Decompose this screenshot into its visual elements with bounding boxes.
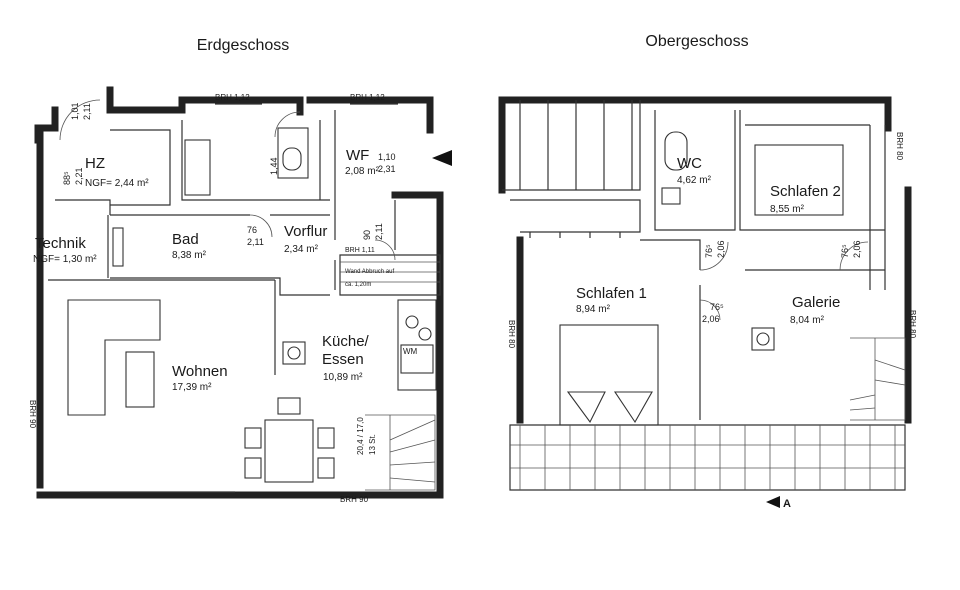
- room-hz-name: HZ: [85, 155, 105, 172]
- room-schlafen1-area: 8,94 m²: [576, 304, 611, 315]
- stair-rise-label: 20,4 / 17,0: [356, 417, 365, 455]
- dim-221: 2,21: [74, 167, 84, 185]
- dim-765c: 76⁵: [710, 302, 724, 312]
- dim-765a: 76⁵: [704, 244, 714, 258]
- room-vorflur-name: Vorflur: [284, 223, 327, 240]
- room-hz-area: NGF= 2,44 m²: [85, 178, 149, 189]
- dim-211a: 2,11: [82, 103, 92, 120]
- room-kueche-name-line1: Küche/: [322, 333, 370, 350]
- room-wf-area: 2,08 m²: [345, 166, 380, 177]
- wand-abbruch-label: Wand Abbruch auf: [345, 269, 394, 275]
- dim-144: 1,44: [269, 157, 279, 175]
- room-bad-name: Bad: [172, 231, 199, 248]
- brh-top-right-label: BRH 1,12: [350, 93, 385, 102]
- dim-101: 1,01: [70, 102, 80, 120]
- dim-110: 1,10: [378, 152, 396, 162]
- dim-211c: 2,11: [374, 223, 384, 240]
- room-wohnen-area: 17,39 m²: [172, 382, 212, 393]
- wm-label: WM: [403, 347, 418, 356]
- dim-90: 90: [362, 230, 372, 240]
- section-arrow-icon: [766, 496, 780, 508]
- dim-76: 76: [247, 225, 257, 235]
- room-kueche-area: 10,89 m²: [323, 372, 363, 383]
- dim-765b: 76⁵: [840, 244, 850, 258]
- stair-steps-label: 13 St.: [368, 434, 377, 455]
- ground-floor-plan: HZ NGF= 2,44 m² Technik NGF= 1,30 m² Bad…: [28, 86, 452, 504]
- brh-right-label: BRH 80: [908, 310, 917, 339]
- room-schlafen2-area: 8,55 m²: [770, 204, 805, 215]
- brh-bottom-label: BRH 90: [340, 495, 369, 504]
- room-schlafen1-name: Schlafen 1: [576, 285, 647, 302]
- section-a-label: A: [783, 498, 791, 510]
- brh-top-left-label: BRH 1,12: [215, 93, 250, 102]
- entrance-arrow-icon: [432, 150, 452, 166]
- room-technik-name: Technik: [35, 235, 86, 252]
- dim-206c: 2,06: [702, 314, 720, 324]
- dim-206b: 2,06: [852, 240, 862, 258]
- brh-left-label: BRH 90: [28, 400, 37, 429]
- brh-left-upper-label: BRH 80: [507, 320, 516, 349]
- dim-231: 2,31: [378, 164, 396, 174]
- upper-floor-plan: WC 4,62 m² Schlafen 2 8,55 m² Schlafen 1…: [498, 96, 917, 510]
- ground-floor-title: Erdgeschoss: [197, 37, 290, 54]
- dim-brh111: BRH 1,11: [345, 247, 375, 254]
- room-technik-area: NGF= 1,30 m²: [33, 254, 97, 265]
- dim-206a: 2,06: [716, 240, 726, 258]
- room-kueche-name-line2: Essen: [322, 351, 364, 368]
- room-wf-name: WF: [346, 147, 369, 164]
- room-galerie-name: Galerie: [792, 294, 840, 311]
- brh-right-top-label: BRH 80: [895, 132, 904, 161]
- room-vorflur-area: 2,34 m²: [284, 244, 319, 255]
- dim-885: 88⁵: [62, 171, 72, 185]
- room-wohnen-name: Wohnen: [172, 363, 228, 380]
- dim-211b: 2,11: [247, 237, 264, 247]
- wand-abbruch-dim: ca. 1,20m: [345, 282, 371, 288]
- room-bad-area: 8,38 m²: [172, 250, 207, 261]
- room-schlafen2-name: Schlafen 2: [770, 183, 841, 200]
- room-wc-name: WC: [677, 155, 702, 172]
- room-galerie-area: 8,04 m²: [790, 315, 825, 326]
- room-wc-area: 4,62 m²: [677, 175, 712, 186]
- upper-floor-title: Obergeschoss: [645, 33, 748, 50]
